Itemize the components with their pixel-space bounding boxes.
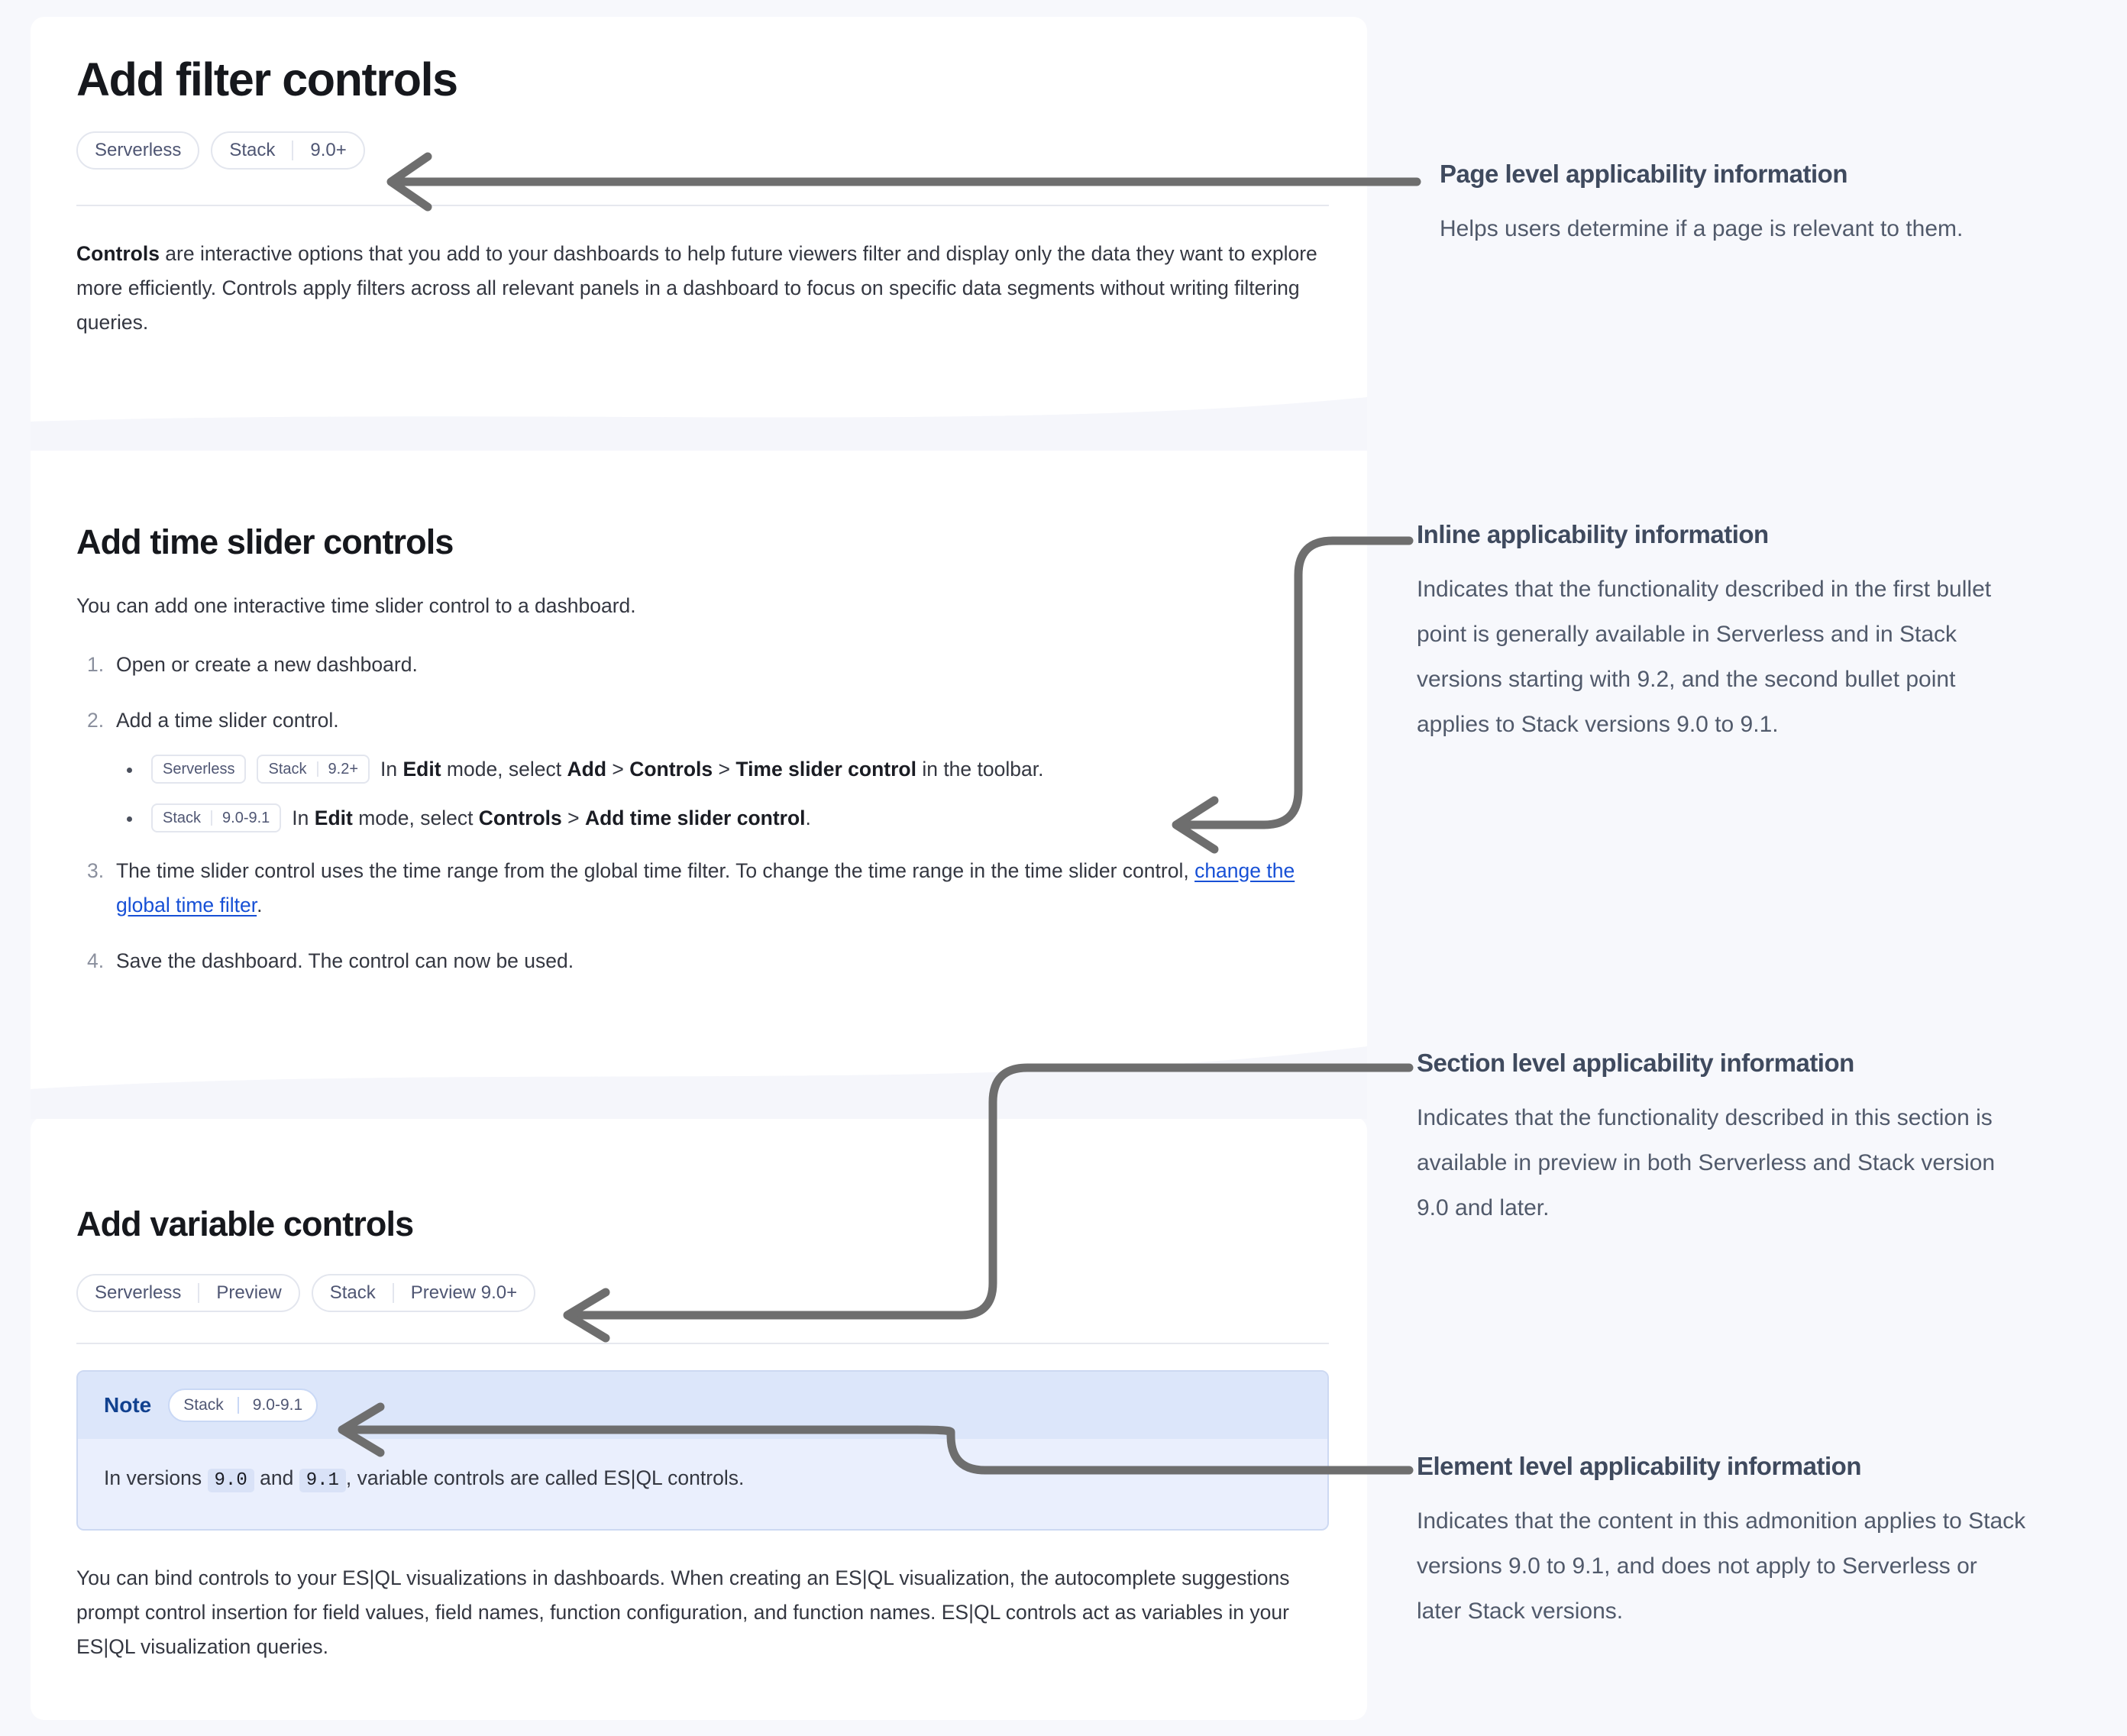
annotation-text: Indicates that the functionality describ… (1417, 576, 1992, 737)
badge-divider (292, 140, 294, 160)
link-change-global-time-filter[interactable]: change the global time filter (116, 858, 1295, 916)
badge-serverless-preview[interactable]: Serverless Preview (76, 1273, 300, 1312)
badge-stack-preview-version[interactable]: Stack Preview 9.0+ (311, 1273, 536, 1312)
header-divider (76, 204, 1329, 206)
annotation-title: Page level applicability information (1440, 160, 1847, 188)
step-text: Open or create a new dashboard. (116, 652, 418, 676)
step-item: Save the dashboard. The control can now … (76, 944, 1329, 978)
section-heading-time-slider: Add time slider controls (76, 522, 454, 561)
section-time-slider: Add time slider controls You can add one… (76, 523, 1329, 1000)
page-title: Add filter controls (76, 53, 458, 105)
step-item: The time slider control uses the time ra… (76, 854, 1329, 923)
annotation-page-level: Page level applicability information Hel… (1440, 159, 2051, 251)
badge-segment-version: 9.0+ (310, 139, 347, 160)
annotation-text: Helps users determine if a page is relev… (1440, 215, 1964, 241)
badge-segment-version: 9.0-9.1 (252, 1395, 303, 1414)
inline-code-version: 9.0 (207, 1468, 254, 1492)
annotation-text: Indicates that the content in this admon… (1417, 1508, 2026, 1624)
annotation-inline: Inline applicability information Indicat… (1417, 519, 2028, 747)
badge-segment-label: Stack (183, 1395, 224, 1414)
badge-divider (211, 810, 213, 826)
page-applicability-badges: Serverless Stack 9.0+ (76, 131, 1329, 170)
badge-segment-label: Stack (229, 139, 276, 160)
badge-segment-version: 9.0-9.1 (222, 809, 270, 826)
section-intro-time-slider: You can add one interactive time slider … (76, 593, 636, 617)
step-text: The time slider control uses the time ra… (116, 858, 1295, 916)
section-variable-controls: Add variable controls Serverless Preview… (76, 1205, 1329, 1664)
intro-lead-term: Controls (76, 241, 160, 265)
badge-segment-label: Serverless (163, 760, 235, 777)
badge-segment-lifecycle: Preview (216, 1282, 282, 1303)
note-body: In versions 9.0 and 9.1, variable contro… (78, 1438, 1327, 1529)
badge-segment-label: Serverless (95, 1282, 182, 1303)
intro-rest: are interactive options that you add to … (76, 241, 1317, 334)
substep-item: Stack 9.0-9.1 In Edit mode, select Contr… (116, 802, 1329, 834)
badge-segment-label: Serverless (95, 139, 182, 160)
substep-item: Serverless Stack 9.2+ In Edit mode, sele… (116, 753, 1329, 785)
step-item: Add a time slider control. Serverless St… (76, 703, 1329, 834)
badge-segment-label: Stack (268, 760, 307, 777)
badge-segment-lifecycle-version: Preview 9.0+ (410, 1282, 518, 1303)
badge-serverless[interactable]: Serverless (151, 754, 247, 784)
badge-stack-version-range[interactable]: Stack 9.0-9.1 (168, 1388, 318, 1422)
doc-card-intro (31, 17, 1367, 414)
variable-controls-paragraph: You can bind controls to your ES|QL visu… (76, 1566, 1290, 1658)
page-header-block: Add filter controls Serverless Stack 9.0… (76, 53, 1329, 340)
note-header: Note Stack 9.0-9.1 (78, 1371, 1327, 1439)
section-heading-variable-controls: Add variable controls (76, 1204, 414, 1243)
step-text: Save the dashboard. The control can now … (116, 949, 574, 972)
badge-segment-version: 9.2+ (328, 760, 358, 777)
badge-stack-version[interactable]: Stack 9.0+ (211, 131, 365, 170)
annotation-text: Indicates that the functionality describ… (1417, 1104, 1996, 1220)
substeps-list: Serverless Stack 9.2+ In Edit mode, sele… (116, 753, 1329, 834)
badge-serverless[interactable]: Serverless (76, 131, 200, 170)
badge-stack-version-range[interactable]: Stack 9.0-9.1 (151, 803, 282, 832)
badge-segment-label: Stack (329, 1282, 376, 1303)
section-divider (76, 1342, 1329, 1344)
annotation-title: Element level applicability information (1417, 1452, 1861, 1480)
badge-divider (392, 1282, 394, 1303)
section-applicability-badges: Serverless Preview Stack Preview 9.0+ (76, 1273, 1329, 1312)
substep-text: In Edit mode, select Add > Controls > Ti… (380, 757, 1044, 781)
note-title: Note (104, 1392, 152, 1417)
annotation-title: Inline applicability information (1417, 520, 1769, 548)
intro-paragraph: Controls are interactive options that yo… (76, 237, 1329, 340)
annotation-section-level: Section level applicability information … (1417, 1048, 2028, 1230)
step-item: Open or create a new dashboard. (76, 648, 1329, 682)
badge-divider (237, 1396, 239, 1414)
substep-text: In Edit mode, select Controls > Add time… (292, 806, 811, 829)
step-text: Add a time slider control. (116, 708, 339, 732)
badge-segment-label: Stack (163, 809, 202, 826)
steps-list-time-slider: Open or create a new dashboard. Add a ti… (76, 648, 1329, 978)
annotation-element-level: Element level applicability information … (1417, 1451, 2028, 1634)
badge-divider (198, 1282, 200, 1303)
inline-code-version: 9.1 (299, 1468, 346, 1492)
annotation-title: Section level applicability information (1417, 1049, 1854, 1077)
badge-stack-version[interactable]: Stack 9.2+ (257, 754, 370, 784)
badge-divider (316, 761, 318, 777)
note-admonition: Note Stack 9.0-9.1 In versions 9.0 and 9… (76, 1369, 1329, 1531)
